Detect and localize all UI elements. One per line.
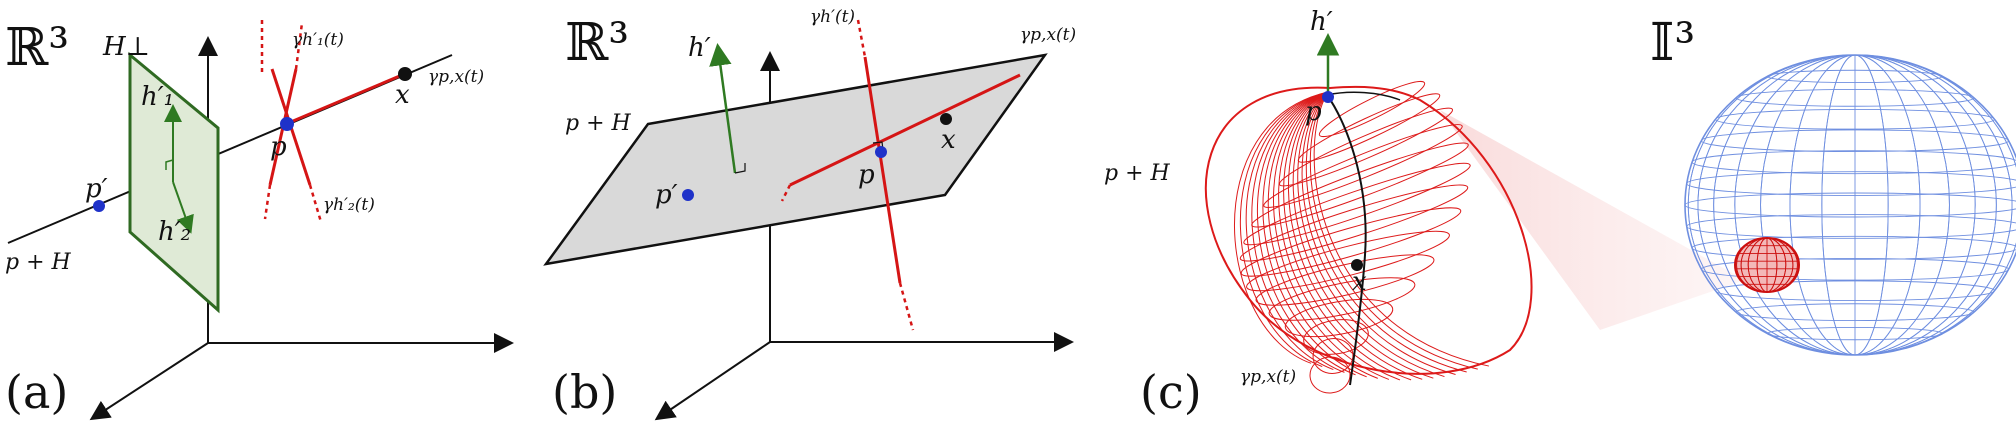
label-h1: h′₁ [141, 82, 174, 112]
mesh-line [1297, 91, 1445, 378]
label-x-b: x [941, 125, 956, 155]
mesh-line [1303, 319, 1369, 355]
mesh-line [1301, 91, 1456, 375]
mesh-line [1687, 54, 2016, 356]
label-p-plus-h-c: p + H [1104, 161, 1171, 186]
mesh-line [1246, 230, 1450, 292]
label-gamma-px-b: γp,x(t) [1020, 25, 1076, 45]
mesh-line [1312, 338, 1354, 374]
point-p-prime-a [93, 200, 105, 212]
panel-c: h′ p p + H x γp,x(t) (c) 𝕀³ [1104, 7, 2016, 419]
mesh-line [1736, 237, 1798, 293]
mesh-line [1278, 107, 1454, 187]
mesh-line [1251, 142, 1469, 228]
mesh-line [1297, 93, 1441, 163]
mesh-line [1263, 124, 1463, 208]
space-label-b: ℝ³ [565, 13, 629, 73]
label-h-prime-b: h′ [688, 33, 711, 63]
blue-sphere-mesh [1684, 54, 2016, 356]
mesh-line [1245, 91, 1334, 371]
plane-p-plus-h-b [543, 53, 1048, 266]
label-gamma-px-c: γp,x(t) [1240, 367, 1296, 387]
mesh-line [1686, 171, 2016, 196]
mesh-line [1318, 80, 1426, 138]
space-label-c: 𝕀³ [1650, 13, 1695, 73]
label-gamma-h1: γh′₁(t) [292, 30, 344, 50]
mesh-line [1766, 69, 1944, 84]
mesh-line [1268, 277, 1416, 321]
geodesic-curve-c [1326, 94, 1367, 386]
vector-h2 [172, 181, 194, 234]
label-gamma-h2: γh′₂(t) [323, 195, 375, 215]
panel-a: ℝ³ (a) H⊥ h′₁ h′₂ p′ p x γp,x(t) γh′₁(t)… [5, 18, 514, 421]
label-p-a: p [270, 132, 287, 162]
mesh-line [1262, 91, 1367, 378]
mesh-line [1691, 235, 2016, 260]
mesh-line [1239, 184, 1469, 262]
zoom-cone [1440, 110, 1745, 330]
red-ellipsoid-mesh [1204, 80, 1533, 394]
mesh-line [1700, 257, 2010, 281]
mesh-line [1309, 91, 1478, 370]
mesh-line [1284, 298, 1394, 338]
label-p-plus-h-a: p + H [5, 250, 72, 275]
label-p-c: p [1305, 97, 1322, 127]
mesh-line [1273, 91, 1390, 380]
panel-label-a: (a) [5, 365, 68, 419]
mesh-line [1255, 254, 1435, 306]
label-p-b: p [858, 160, 875, 190]
label-gamma-h-b: γh′(t) [810, 7, 855, 27]
mesh-line [1691, 150, 2016, 175]
mesh-line [1233, 91, 1329, 364]
point-p-a [280, 117, 294, 131]
red-blob-mesh [1734, 237, 1800, 293]
mesh-line [1251, 91, 1345, 373]
panel-b: ℝ³ (b) h′ γh′(t) γp,x(t) p + H p′ p x [543, 7, 1076, 421]
label-h-perp: H⊥ [102, 32, 150, 62]
mesh-line [1283, 91, 1412, 381]
mesh-line [1715, 108, 1995, 130]
mesh-line [1257, 91, 1356, 376]
geodesics-b [780, 19, 1021, 331]
mesh-line [1715, 280, 1995, 302]
point-x-a [398, 67, 412, 81]
mesh-line [1684, 192, 2016, 218]
mesh-line [1239, 91, 1329, 368]
panel-label-b: (b) [552, 365, 617, 419]
mesh-line [1305, 91, 1467, 373]
label-h2: h′₂ [158, 217, 191, 247]
mesh-line [1243, 162, 1471, 246]
mesh-line [1278, 91, 1401, 381]
label-p-prime-b: p′ [655, 180, 678, 210]
mesh-line [1288, 91, 1423, 380]
mesh-line [1240, 207, 1462, 277]
space-label-a: ℝ³ [5, 18, 69, 78]
mesh-line [1309, 356, 1351, 394]
label-x-a: x [395, 80, 410, 110]
point-p-c [1322, 91, 1334, 103]
point-x-c [1351, 259, 1363, 271]
label-x-c: x [1352, 267, 1367, 297]
point-p-prime-b [682, 189, 694, 201]
mesh-line [1313, 91, 1489, 367]
label-gamma-px-a: γp,x(t) [428, 67, 484, 87]
mesh-line [1700, 129, 2010, 153]
label-p-prime-a: p′ [85, 174, 108, 204]
mesh-line [1292, 91, 1434, 379]
label-p-plus-h-b: p + H [565, 111, 632, 136]
vector-h-prime-b [709, 43, 737, 174]
point-p-b [875, 146, 887, 158]
point-x-b [940, 113, 952, 125]
mesh-line [1735, 89, 1975, 107]
label-h-prime-c: h′ [1310, 7, 1333, 37]
mesh-line [1686, 214, 2016, 239]
panel-label-c: (c) [1140, 365, 1202, 419]
mesh-line [1766, 326, 1944, 341]
mesh-line [1267, 91, 1378, 379]
mesh-line [1735, 303, 1975, 321]
